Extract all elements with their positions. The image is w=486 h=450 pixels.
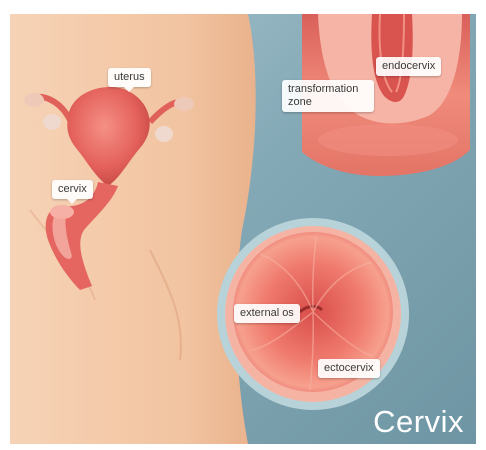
cervix-label: cervix [52,180,93,199]
endocervix-label: endocervix [376,57,441,76]
external-os-label: external os [234,304,300,323]
ectocervix-label: ectocervix [318,359,380,378]
title-cervix: Cervix [373,404,464,440]
transformation-zone-label: transformation zone [282,80,374,112]
uterus-label: uterus [108,68,151,87]
